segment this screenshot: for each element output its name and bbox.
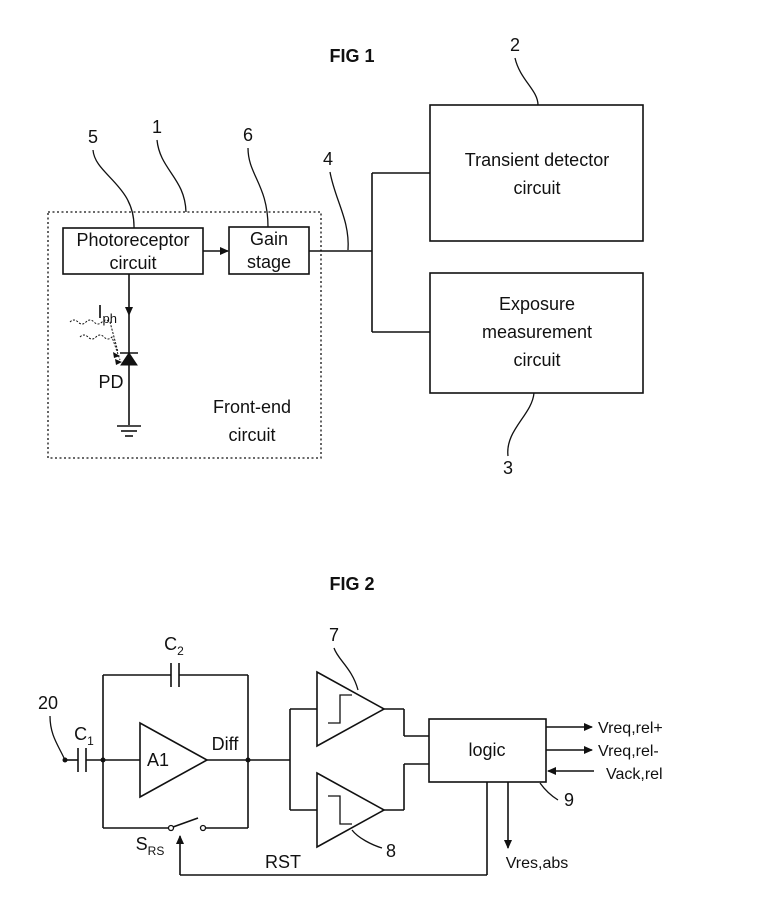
front-end-label-1: Front-end: [213, 397, 291, 417]
exposure-measurement-box: [429, 272, 644, 394]
ref-20: 20: [38, 693, 58, 713]
amplifier-a1-icon: [139, 721, 209, 799]
c1-label: C1: [74, 724, 94, 748]
vack-label: Vack,rel: [606, 766, 663, 783]
ref-5: 5: [88, 127, 98, 147]
diff-label: Diff: [212, 734, 240, 754]
vres-label: Vres,abs: [506, 855, 569, 872]
leader-1: [156, 139, 187, 213]
c2-label: C2: [164, 634, 184, 658]
light-ray-icon-2: [79, 334, 121, 361]
photoreceptor-label-2: circuit: [109, 253, 156, 273]
photoreceptor-label-1: Photoreceptor: [76, 230, 189, 250]
fig2: FIG 2 20 C1 C2 A1 Diff SRS: [38, 574, 663, 876]
leader-4: [329, 171, 349, 251]
fig2-title: FIG 2: [329, 574, 374, 594]
ref-1: 1: [152, 117, 162, 137]
gain-label-2: stage: [247, 252, 291, 272]
leader-3: [507, 392, 535, 457]
leader-2: [514, 57, 539, 106]
exposure-label-1: Exposure: [499, 294, 575, 314]
ref-3: 3: [503, 458, 513, 478]
vreq-minus-label: Vreq,rel-: [598, 743, 659, 760]
leader-6: [247, 147, 269, 228]
transient-label-1: Transient detector: [465, 150, 609, 170]
ref-8: 8: [386, 841, 396, 861]
a1-label: A1: [147, 750, 169, 770]
transient-detector-box: [429, 104, 644, 242]
leader-9: [539, 782, 559, 801]
leader-20: [49, 715, 65, 759]
photodiode-icon: [120, 352, 138, 366]
transient-label-2: circuit: [513, 178, 560, 198]
leader-8: [351, 829, 383, 849]
leader-5: [92, 149, 135, 229]
exposure-label-2: measurement: [482, 322, 592, 342]
exposure-label-3: circuit: [513, 350, 560, 370]
light-ray-icon: [69, 319, 119, 353]
ref-7: 7: [329, 625, 339, 645]
comparator-8-icon: [316, 771, 386, 849]
ref-2: 2: [510, 35, 520, 55]
front-end-label-2: circuit: [228, 425, 275, 445]
ref-4: 4: [323, 149, 333, 169]
switch-icon: [167, 824, 175, 832]
iph-label: Iph: [98, 302, 117, 326]
fig1: FIG 1 5 1 6 4 2 3 Front-end circuit Phot…: [47, 35, 644, 478]
ref-9: 9: [564, 790, 574, 810]
srs-label: SRS: [136, 834, 165, 858]
vreq-plus-label: Vreq,rel+: [598, 720, 663, 737]
logic-label: logic: [468, 740, 505, 760]
leader-7: [333, 647, 359, 691]
front-end-boundary: [47, 211, 322, 459]
gain-label-1: Gain: [250, 229, 288, 249]
rst-label: RST: [265, 852, 301, 872]
fig1-title: FIG 1: [329, 46, 374, 66]
pd-label: PD: [98, 372, 123, 392]
comparator-7-icon: [316, 670, 386, 748]
ref-6: 6: [243, 125, 253, 145]
